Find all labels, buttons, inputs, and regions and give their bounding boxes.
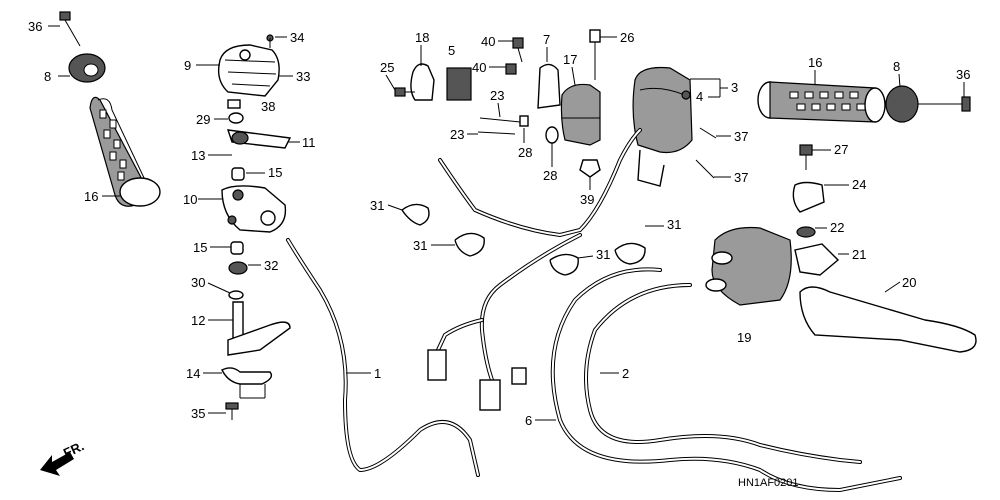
callout-40-upper: 40 — [481, 34, 495, 49]
callout-12: 12 — [191, 313, 205, 328]
callout-29: 29 — [196, 112, 210, 127]
callout-9: 9 — [184, 58, 191, 73]
callout-5: 5 — [448, 43, 455, 58]
callout-15-lower: 15 — [193, 240, 207, 255]
throttle-housing-group — [217, 34, 292, 420]
callout-21: 21 — [852, 247, 866, 262]
callout-30: 30 — [191, 275, 205, 290]
callout-1: 1 — [374, 366, 381, 381]
bolt-36-left — [59, 11, 81, 47]
callout-13: 13 — [191, 148, 205, 163]
callout-20: 20 — [902, 275, 916, 290]
callout-7: 7 — [543, 32, 550, 47]
callout-4: 4 — [696, 89, 703, 104]
callout-38: 38 — [261, 99, 275, 114]
right-switch-housing-group — [632, 66, 717, 187]
callout-39: 39 — [580, 192, 594, 207]
callout-16-right: 16 — [808, 55, 822, 70]
callout-23-lower: 23 — [450, 127, 464, 142]
grip-16-left — [89, 96, 161, 207]
callout-28-right: 28 — [543, 168, 557, 183]
callout-31-d: 31 — [596, 247, 610, 262]
cables-group — [286, 128, 902, 493]
callout-2: 2 — [622, 366, 629, 381]
callout-36-left: 36 — [28, 19, 42, 34]
callout-24: 24 — [852, 177, 866, 192]
callout-17: 17 — [563, 52, 577, 67]
callout-28-left: 28 — [518, 145, 532, 160]
callout-15-upper: 15 — [268, 165, 282, 180]
callout-3: 3 — [731, 80, 738, 95]
callout-34: 34 — [290, 30, 304, 45]
callout-16-left: 16 — [84, 189, 98, 204]
callout-14: 14 — [186, 366, 200, 381]
callout-33: 33 — [296, 69, 310, 84]
callout-labels: 36 8 16 9 34 33 38 29 11 13 15 10 15 32 … — [28, 19, 970, 428]
callout-27: 27 — [834, 142, 848, 157]
callout-31-b: 31 — [413, 238, 427, 253]
callout-18: 18 — [415, 30, 429, 45]
callout-31-c: 31 — [667, 217, 681, 232]
callout-23-upper: 23 — [490, 88, 504, 103]
callout-8-left: 8 — [44, 69, 51, 84]
callout-35: 35 — [191, 406, 205, 421]
callout-31-a: 31 — [370, 198, 384, 213]
callout-36-right: 36 — [956, 67, 970, 82]
diagram-code: HN1AF0201 — [738, 477, 799, 489]
grip-end-8-left — [68, 53, 106, 83]
callout-37-upper: 37 — [734, 129, 748, 144]
callout-19: 19 — [737, 330, 751, 345]
front-marker-label: FR. — [61, 438, 86, 460]
callout-37-lower: 37 — [734, 170, 748, 185]
callout-26: 26 — [620, 30, 634, 45]
front-direction-marker: FR. — [40, 438, 86, 476]
callout-25: 25 — [380, 60, 394, 75]
callout-10: 10 — [183, 192, 197, 207]
left-grip-group — [59, 11, 161, 207]
callout-40-lower: 40 — [472, 60, 486, 75]
callout-11: 11 — [302, 135, 316, 150]
callout-32: 32 — [264, 258, 278, 273]
center-clamp-group — [394, 29, 601, 178]
right-grip-group — [757, 81, 971, 123]
callout-6: 6 — [525, 413, 532, 428]
callout-8-right: 8 — [893, 59, 900, 74]
brake-lever-group — [705, 144, 977, 353]
callout-22: 22 — [830, 220, 844, 235]
